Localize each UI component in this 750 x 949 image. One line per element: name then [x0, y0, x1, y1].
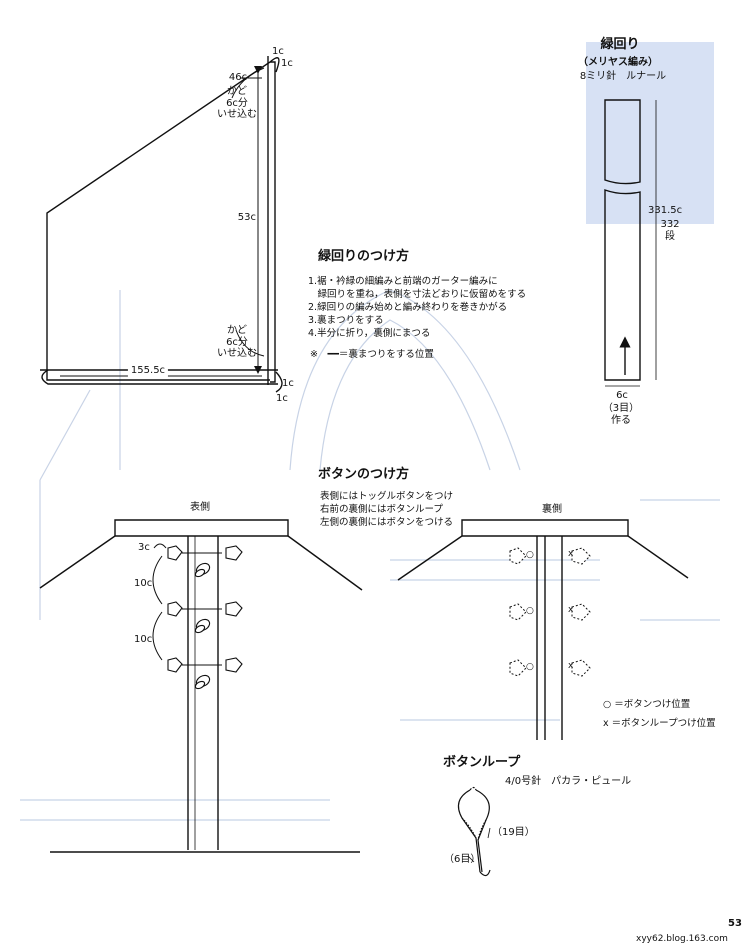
strip-outline-top — [604, 99, 641, 185]
dim-1c-top-b: 1c — [281, 58, 293, 69]
back-side-label: 裏側 — [542, 504, 562, 515]
corner-note-top: かど 6c分 いせ込む — [217, 86, 257, 120]
dim-1c-top-a: 1c — [272, 46, 284, 57]
legend-button-position: ○ ＝ボタンつけ位置 — [603, 699, 691, 710]
loop-position-mark: x — [568, 549, 574, 559]
button-loop-title: ボタンループ — [443, 755, 521, 770]
corner-note-bottom: かど 6c分 いせ込む — [217, 325, 257, 359]
loop-6-stitches: （6目） — [444, 854, 481, 865]
toggle-button-2 — [167, 601, 243, 634]
front-side-label: 表側 — [190, 502, 210, 513]
button-position-mark: ○ — [526, 550, 534, 560]
button-loop — [457, 786, 491, 877]
attach-edging-legend: ※ ━━＝裏まつりをする位置 — [310, 349, 434, 360]
attach-edging-steps: 1.裾・衿緑の細編みと前端のガーター編みに 緑回りを重ね，表側を寸法どおりに仮留… — [308, 275, 526, 340]
button-front-diagram — [39, 519, 363, 853]
attach-step: 緑回りを重ね，表側を寸法どおりに仮留めをする — [308, 289, 527, 300]
edging-strip — [604, 99, 657, 387]
buttons-note: 表側にはトッグルボタンをつけ — [320, 491, 454, 502]
legend-loop-position: x ＝ボタンループつけ位置 — [603, 718, 716, 729]
buttons-note: 右前の裏側にはボタンループ — [320, 504, 443, 515]
strip-length: 331.5c — [648, 205, 683, 216]
strip-subtitle: （メリヤス編み） — [578, 57, 658, 68]
strip-title: 緑回り — [600, 37, 640, 52]
toggle-button-1 — [167, 545, 243, 578]
button-back-diagram — [397, 519, 689, 740]
buttons-note: 左側の裏側にはボタンをつける — [320, 517, 454, 528]
watermark: xyy62.blog.163.com — [636, 934, 728, 944]
loop-position-mark: x — [568, 661, 574, 671]
dim-10c-a: 10c — [134, 578, 153, 589]
strip-rows: 332 段 — [660, 219, 680, 242]
attach-step: 4.半分に折り，裏側にまつる — [308, 328, 431, 339]
strip-width: 6c — [616, 390, 628, 401]
button-position-mark: ○ — [526, 606, 534, 616]
dim-3c: 3c — [138, 542, 150, 553]
dim-1c-bot-b: 1c — [276, 393, 288, 404]
dim-10c-b: 10c — [134, 634, 153, 645]
button-loop-needle: 4/0号針 パカラ・ピュール — [505, 776, 632, 787]
page-number: 53 — [728, 918, 742, 929]
buttons-title: ボタンのつけ方 — [318, 467, 410, 482]
attach-step: 1.裾・衿緑の細編みと前端のガーター編みに — [308, 276, 498, 287]
strip-stitches: （3目） 作る — [602, 403, 640, 426]
strip-outline-bottom — [604, 189, 641, 381]
dim-155: 155.5c — [127, 365, 169, 377]
button-position-mark: ○ — [526, 662, 534, 672]
dim-1c-bot-a: 1c — [282, 378, 294, 389]
attach-edging-title: 緑回りのつけ方 — [318, 249, 410, 264]
buttons-notes: 表側にはトッグルボタンをつけ 右前の裏側にはボタンループ 左側の裏側にはボタンを… — [320, 490, 453, 529]
strip-needle: 8ミリ針 ルナール — [579, 71, 667, 82]
attach-step: 2.緑回りの編み始めと編み終わりを巻きかがる — [308, 302, 508, 313]
edging-outline — [40, 56, 283, 393]
back-neck-collar — [461, 519, 629, 537]
dim-46: 46c — [228, 72, 248, 83]
front-spacing-arcs — [152, 543, 167, 661]
body-outline — [46, 61, 271, 381]
loop-19-stitches: （19目） — [492, 827, 535, 838]
attach-step: 3.裏まつりをする — [308, 315, 384, 326]
front-edge-band — [270, 61, 276, 383]
toggle-button-3 — [167, 657, 243, 690]
loop-position-mark: x — [568, 605, 574, 615]
dim-53: 53c — [237, 212, 256, 223]
toggle-buttons — [167, 545, 243, 690]
front-neck-collar — [114, 519, 289, 537]
back-button-markers — [509, 547, 591, 677]
